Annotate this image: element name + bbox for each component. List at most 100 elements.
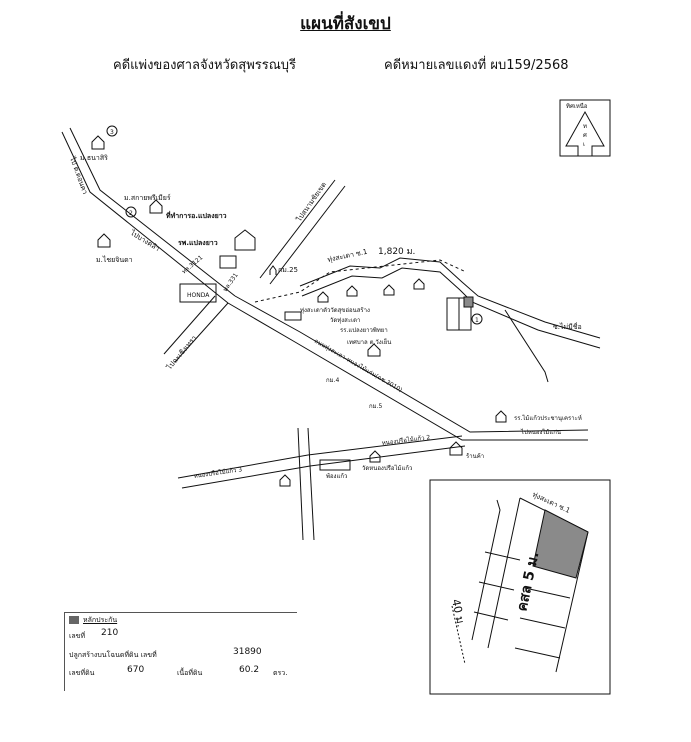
inset-road-left [471,497,521,649]
area-label: เนื้อที่ดิน [177,669,203,677]
hwy-331-label: ทล.331 [222,272,240,293]
ban-thani-label: ม.ธนาสิริ [80,154,108,162]
marker-circle-3 [106,125,118,137]
km25-marker-icon [269,265,277,275]
school-a-label: รร.แปลงยาวพิทยา [340,327,388,334]
road-edge-b [61,131,229,304]
ban-skai-label: ม.สกายพรีเมียร์ [124,194,171,202]
nongprue2-label: หนองปรือไม้แก้ว 2 [381,433,431,447]
shop-label: ร้านค้า [466,453,484,460]
page-title: แผนที่สังเขป [300,14,391,34]
inset-frame [429,479,611,695]
wat-b-label: วัดทุ่งสะเดา [330,317,360,324]
house-icon [346,285,358,297]
to-nongmaikaen-label: ไปหนองไม้แก่น [520,428,561,436]
distance-label: 1,820 ม. [378,247,415,257]
road-cross-a [177,435,463,479]
temple-icon [284,311,302,321]
to-sanamchai-label: ไปสนามชัยเขต [294,180,329,224]
case-number: คดีหมายเลขแดงที่ ผบ159/2568 [384,58,569,73]
wat-nongprue-label: วัดหนองปรือไม้แก้ว [362,464,412,472]
bridge-label: พ้องแก้ว [326,473,347,480]
plots-group [446,296,483,331]
amphoe-label: ที่ทำการอ.แปลงยาว [166,210,227,220]
north-arrow [559,99,611,157]
road-cross-b [181,445,466,489]
school-icon [495,410,507,423]
inset-map [429,479,611,695]
marker-2-text: 2 [129,210,133,217]
road-vert-b [307,427,315,541]
temple-icon [369,450,381,463]
tessaban-label: เทศบาล ต.วังเย็น [347,337,391,346]
wat-a-label: ทุ่งสะเดาตัววัดสุขอ่อนสร้าง [300,307,370,314]
house-icon [97,233,111,248]
land-label: เลขที่ดิน [69,669,95,677]
shop-icon [449,441,463,456]
north-char-2: ศ [583,132,587,139]
inset-dimension-label: 40 ม. [449,598,468,628]
road-main-edge-b [227,302,588,441]
road-up-b [269,185,346,285]
legend-title: หลักประกัน [83,616,118,624]
marker-1-text: 1 [475,317,479,324]
soi-a [299,257,601,339]
soi-b [301,267,601,349]
legend-swatch [69,616,79,624]
north-char-3: เ [583,141,585,148]
deed-value: 210 [101,628,119,638]
land-value: 670 [127,665,145,675]
marker-circle-1 [471,313,483,325]
area-unit: ตรว. [273,669,288,677]
inset-dimension-line [451,605,466,665]
honda-label: HONDA [187,292,210,299]
building-value: 31890 [233,647,262,657]
deed-label: เลขที่ [69,632,86,640]
to-nongpla-label: ไปบางคล้า [128,228,161,254]
honda-box [179,283,217,303]
road-edge-a [69,127,236,297]
north-arrow-text: ทิศเหนือ [566,102,588,110]
to-chachoengsao-label: ไปฉะเชิงเทรา [164,333,198,372]
building-label: ปลูกสร้างบนโฉนดที่ดิน เลขที่ [69,651,157,659]
house-icon [367,343,381,357]
area-value: 60.2 [239,665,260,675]
house-icon [234,229,256,251]
house-icon [279,474,291,487]
hospital-icon [219,255,237,269]
distance-path [254,259,467,303]
hwy-3121-label: ทล.3121 [181,254,205,275]
north-arrow-shape [565,110,605,157]
hospital-label: รพ.แปลงยาว [178,239,218,247]
bridge-icon [319,459,351,471]
road-vert-a [297,427,304,541]
plot-left [446,297,460,331]
soi-branch [504,309,549,383]
road-up-a [259,179,336,279]
km4-label: กม.4 [326,377,339,384]
thungsadao1-label: ทุ่งสะเดา ซ.1 [327,248,368,264]
school-b-label: รร.ไม้แก้วประชานุเคราะห์ [514,414,582,422]
house-icon [317,291,329,303]
house-icon [383,284,395,296]
house-icon [91,135,105,150]
road-3121-a [174,302,229,363]
inset-collateral-plot [532,509,589,579]
north-char-1: ท [583,123,587,130]
court-name: คดีแพ่งของศาลจังหวัดสุพรรณบุรี [113,58,297,73]
inset-road-label: ทุ่งสะเดา ซ.1 [531,491,571,515]
marker-3-text: 3 [110,129,114,136]
marker-circle-2 [125,206,137,218]
ban-chai-label: ม.ไชยจินดา [96,255,133,264]
km25-label: กม.25 [278,266,298,274]
road-3121-b [163,295,216,355]
house-icon [413,278,425,290]
legend-box: หลักประกัน เลขที่ 210 ปลูกสร้างบนโฉนดที่… [64,612,297,691]
house-icon [149,199,163,214]
nongprue3-label: หนองปรือไม้แก้ว 3 [193,465,243,480]
plot-collateral [463,296,474,308]
km5-label: กม.5 [369,403,382,410]
road-main-edge-a [234,295,589,433]
soi-mai-label: ซ.ไม่มีชื่อ [553,322,582,331]
